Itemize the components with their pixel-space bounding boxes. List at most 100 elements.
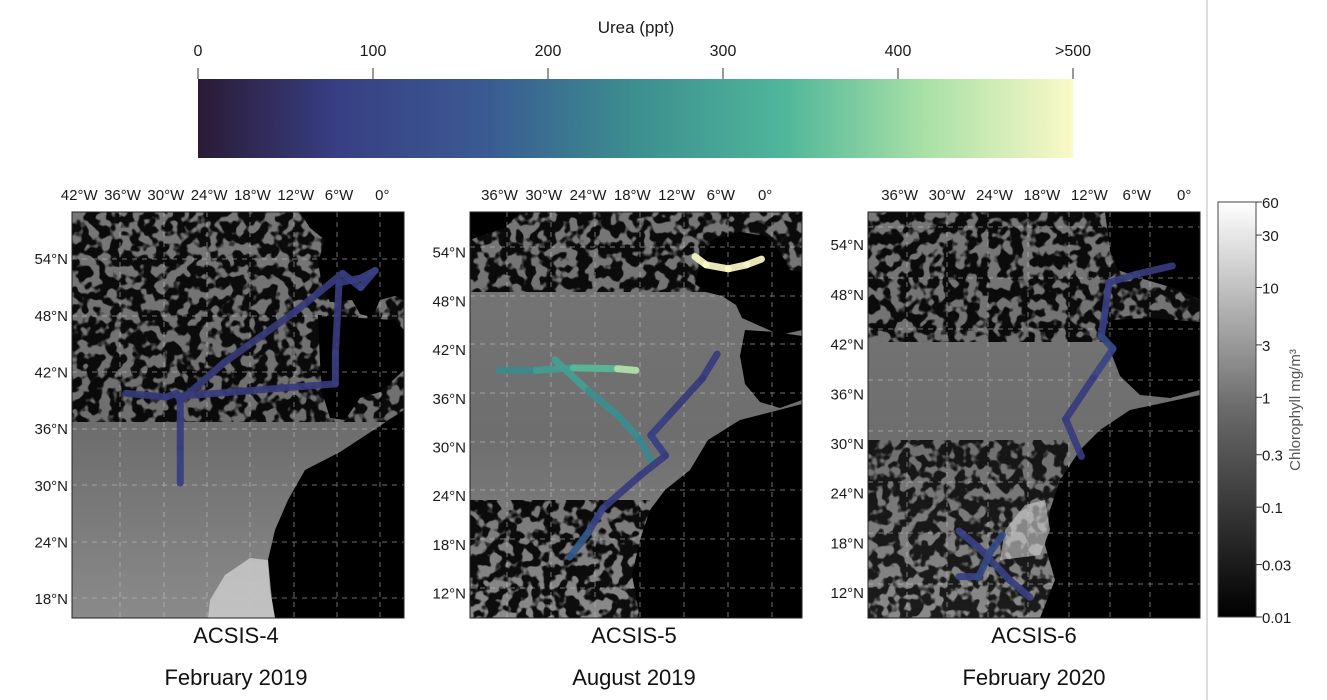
map-background bbox=[470, 212, 802, 618]
cruise-track-segment bbox=[955, 527, 983, 552]
latitude-tick-label: 42°N bbox=[432, 342, 466, 359]
latitude-tick-label: 54°N bbox=[34, 251, 68, 268]
chlorophyll-tick-label: 0.3 bbox=[1262, 448, 1283, 465]
longitude-tick-label: 6°W bbox=[707, 187, 736, 204]
cruise-tracks bbox=[496, 253, 765, 561]
coastal-bloom bbox=[1000, 500, 1050, 560]
land-europe bbox=[300, 212, 404, 318]
longitude-tick-label: 30°W bbox=[147, 187, 185, 204]
latitude-tick-label: 30°N bbox=[830, 436, 864, 453]
land-africa bbox=[632, 404, 802, 618]
land-iberia bbox=[1108, 318, 1200, 398]
cruise-track-segment bbox=[975, 544, 1014, 585]
latitude-tick-label: 48°N bbox=[432, 293, 466, 310]
urea-tick-label: >500 bbox=[1055, 43, 1091, 60]
cruise-track-segment bbox=[566, 529, 592, 561]
cruise-track-segment bbox=[551, 356, 592, 395]
chlorophyll-tick-label: 0.1 bbox=[1262, 500, 1283, 517]
longitude-tick-label: 24°W bbox=[976, 187, 1014, 204]
urea-colorbar-gradient bbox=[198, 79, 1073, 158]
cruise-track-segment bbox=[636, 452, 670, 480]
map-title: ACSIS-6 bbox=[991, 623, 1077, 648]
cruise-track-segment bbox=[975, 548, 995, 581]
map-title: ACSIS-4 bbox=[193, 623, 279, 648]
longitude-tick-label: 0° bbox=[375, 187, 389, 204]
longitude-tick-label: 42°W bbox=[61, 187, 99, 204]
cruise-track-segment bbox=[569, 364, 622, 373]
latitude-tick-label: 30°N bbox=[34, 478, 68, 495]
map-subtitle: February 2020 bbox=[962, 665, 1105, 690]
latitude-tick-label: 24°N bbox=[432, 488, 466, 505]
latitude-tick-label: 24°N bbox=[830, 486, 864, 503]
panel-divider bbox=[1206, 0, 1208, 700]
cruise-track-segment bbox=[292, 269, 347, 315]
latitude-tick-label: 36°N bbox=[34, 421, 68, 438]
urea-tick-label: 200 bbox=[535, 43, 562, 60]
latitude-tick-label: 54°N bbox=[432, 245, 466, 262]
urea-tick-label: 100 bbox=[360, 43, 387, 60]
latitude-tick-label: 48°N bbox=[830, 287, 864, 304]
longitude-tick-label: 18°W bbox=[234, 187, 272, 204]
cruise-track-segment bbox=[331, 279, 343, 358]
cruise-track-segment bbox=[743, 255, 765, 269]
urea-tick-label: 0 bbox=[194, 43, 203, 60]
latitude-tick-label: 42°N bbox=[34, 365, 68, 382]
latitude-tick-label: 12°N bbox=[830, 585, 864, 602]
land-africa bbox=[268, 410, 404, 618]
chlorophyll-colorbar-gradient bbox=[1217, 201, 1257, 618]
cruise-track-segment bbox=[647, 411, 673, 439]
longitude-tick-label: 12°W bbox=[277, 187, 315, 204]
map-subtitle: August 2019 bbox=[572, 665, 696, 690]
cruise-track-segment bbox=[1101, 278, 1113, 315]
cruise-track-segment bbox=[176, 380, 339, 400]
longitude-tick-label: 0° bbox=[1177, 187, 1191, 204]
chlorophyll-tick-label: 3 bbox=[1262, 338, 1270, 355]
urea-tick-label: 300 bbox=[710, 43, 737, 60]
cruise-track-segment bbox=[1062, 374, 1097, 423]
longitude-tick-label: 18°W bbox=[1023, 187, 1061, 204]
cruise-track-segment bbox=[698, 350, 721, 382]
urea-colorbar-title: Urea (ppt) bbox=[598, 18, 675, 37]
cruise-track-segment bbox=[1006, 577, 1034, 601]
cruise-track-segment bbox=[987, 531, 1006, 556]
cruise-track-segment bbox=[584, 504, 607, 537]
latitude-tick-label: 42°N bbox=[830, 337, 864, 354]
chlorophyll-tick-label: 30 bbox=[1262, 228, 1279, 245]
longitude-tick-label: 12°W bbox=[658, 187, 696, 204]
longitude-tick-label: 30°W bbox=[525, 187, 563, 204]
longitude-tick-label: 36°W bbox=[881, 187, 919, 204]
chlorophyll-tick-label: 1 bbox=[1262, 390, 1270, 407]
longitude-tick-label: 36°W bbox=[104, 187, 142, 204]
latitude-tick-label: 36°N bbox=[432, 391, 466, 408]
longitude-tick-label: 0° bbox=[758, 187, 772, 204]
map-background bbox=[72, 212, 404, 618]
latitude-tick-label: 18°N bbox=[830, 535, 864, 552]
graticule bbox=[72, 212, 404, 618]
longitude-tick-label: 24°W bbox=[570, 187, 608, 204]
cruise-track-segment bbox=[614, 365, 640, 374]
cruise-track-segment bbox=[1089, 345, 1117, 382]
map-background bbox=[868, 212, 1200, 618]
coastal-bloom bbox=[208, 558, 275, 618]
cruise-track-segment bbox=[335, 274, 365, 287]
longitude-tick-label: 6°W bbox=[1123, 187, 1152, 204]
latitude-tick-label: 30°N bbox=[432, 439, 466, 456]
cruise-track-segment bbox=[122, 389, 170, 401]
cruise-track-segment bbox=[1133, 262, 1176, 278]
land-iberia bbox=[740, 330, 802, 408]
map-subtitle: February 2019 bbox=[164, 665, 307, 690]
latitude-tick-label: 24°N bbox=[34, 534, 68, 551]
chlorophyll-tick-label: 10 bbox=[1262, 280, 1279, 297]
latitude-tick-label: 36°N bbox=[830, 386, 864, 403]
longitude-tick-label: 12°W bbox=[1071, 187, 1109, 204]
chlorophyll-tick-label: 0.03 bbox=[1262, 558, 1291, 575]
cruise-track-segment bbox=[1097, 307, 1109, 340]
cruise-track-segment bbox=[584, 387, 622, 419]
